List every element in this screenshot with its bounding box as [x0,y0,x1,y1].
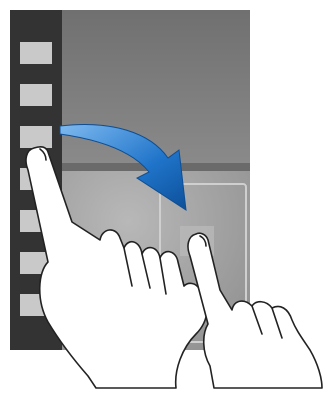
tray-app-tab[interactable] [20,84,52,106]
upper-app-window[interactable] [62,10,250,166]
tray-app-tab[interactable] [20,126,52,148]
pointing-hand-icon [188,233,322,388]
tray-app-tab[interactable] [20,42,52,64]
